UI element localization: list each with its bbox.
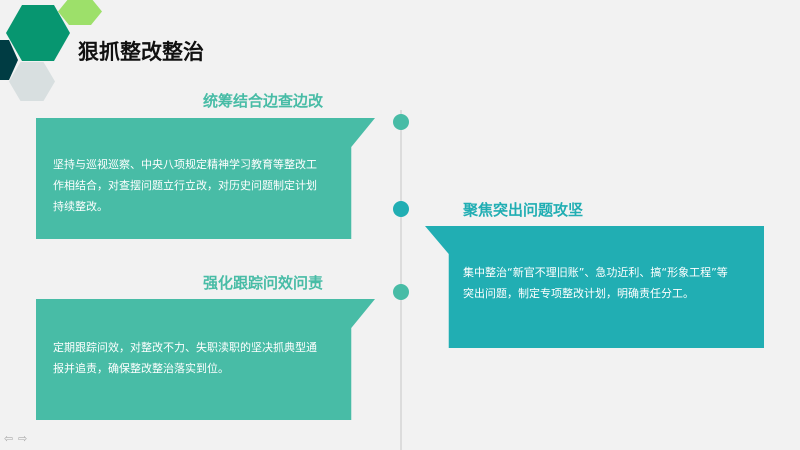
section-heading: 聚焦突出问题攻坚 [463, 201, 584, 219]
section-card: 坚持与巡视巡察、中央八项规定精神学习教育等整改工作相结合，对查摆问题立行立改，对… [36, 118, 375, 239]
timeline-line [400, 110, 402, 450]
section-card: 定期跟踪问效，对整改不力、失职渎职的坚决抓典型通报并追责，确保整改整治落实到位。 [36, 299, 375, 420]
prev-slide-button[interactable]: ⇦ [4, 432, 14, 445]
next-slide-button[interactable]: ⇨ [18, 432, 28, 445]
page-title: 狠抓整改整治 [78, 40, 204, 64]
section-heading: 统筹结合边查边改 [203, 92, 324, 110]
section-card: 集中整治“新官不理旧账”、急功近利、搞“形象工程”等突出问题，制定专项整改计划，… [425, 226, 764, 348]
hexagon-decoration [0, 40, 18, 80]
section-heading: 强化跟踪问效问责 [203, 274, 324, 292]
timeline-dot [393, 114, 409, 130]
section-body: 坚持与巡视巡察、中央八项规定精神学习教育等整改工作相结合，对查摆问题立行立改，对… [53, 158, 317, 213]
hexagon-decoration [9, 62, 55, 101]
hexagon-decoration [58, 0, 102, 25]
section-body: 集中整治“新官不理旧账”、急功近利、搞“形象工程”等突出问题，制定专项整改计划，… [463, 266, 728, 300]
timeline-dot [393, 201, 409, 217]
timeline-dot [393, 284, 409, 300]
section-body: 定期跟踪问效，对整改不力、失职渎职的坚决抓典型通报并追责，确保整改整治落实到位。 [53, 341, 317, 375]
